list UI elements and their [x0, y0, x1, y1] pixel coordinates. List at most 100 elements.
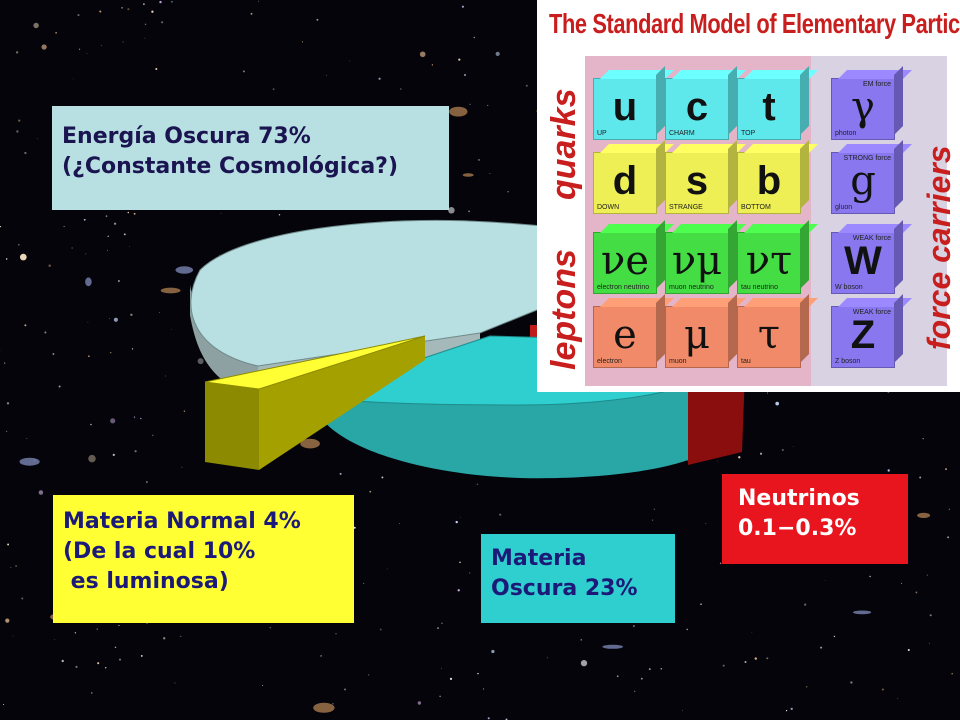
cell-depth-side — [800, 220, 809, 289]
star — [117, 280, 120, 282]
cell-depth-side — [656, 66, 665, 135]
star — [151, 10, 154, 13]
star — [90, 692, 93, 694]
label-dark-matter-line-2: Oscura 23% — [491, 576, 638, 601]
label-dark-matter-line-1: Materia — [491, 546, 587, 571]
star — [804, 603, 807, 606]
star — [754, 657, 757, 660]
standard-model-title: The Standard Model of Elementary Particl… — [549, 8, 960, 39]
star — [478, 158, 480, 161]
star — [441, 622, 443, 625]
star — [915, 591, 918, 594]
star — [439, 695, 441, 697]
particle-symbol: e — [613, 312, 637, 358]
star — [738, 456, 741, 459]
cell-depth-side — [800, 66, 809, 135]
star — [951, 672, 954, 675]
label-neutrinos: Neutrinos 0.1−0.3% — [722, 474, 908, 564]
star — [792, 446, 794, 447]
star — [54, 639, 56, 640]
star — [128, 246, 130, 247]
star — [491, 649, 495, 654]
star — [4, 362, 6, 364]
star — [580, 639, 582, 641]
star — [140, 417, 142, 420]
galaxy — [85, 277, 92, 287]
star — [71, 247, 73, 249]
galaxy — [175, 266, 194, 274]
star — [180, 635, 182, 637]
star — [15, 565, 18, 567]
star — [775, 401, 780, 406]
star — [24, 151, 27, 155]
star — [640, 677, 643, 680]
star — [109, 351, 112, 354]
star — [105, 215, 108, 217]
label-dark-energy-line-1: Energía Oscura 73% — [62, 124, 311, 149]
galaxy — [160, 287, 181, 294]
particle-name: muon neutrino — [669, 284, 714, 291]
particle-name: CHARM — [669, 130, 695, 137]
star — [947, 536, 950, 539]
star — [719, 562, 722, 564]
cell-depth-side — [656, 220, 665, 289]
star — [48, 264, 51, 267]
star — [87, 321, 89, 323]
particle-symbol: ντ — [745, 238, 793, 284]
star — [398, 523, 400, 524]
label-normal-matter-line-1: Materia Normal 4% — [63, 509, 301, 534]
star — [335, 633, 337, 635]
star — [928, 642, 930, 644]
star — [112, 453, 115, 457]
label-dark-energy-line-2: (¿Constante Cosmológica?) — [62, 154, 398, 179]
star — [99, 10, 102, 13]
star — [648, 668, 651, 671]
star — [133, 212, 136, 215]
particle-name: DOWN — [597, 204, 620, 211]
star — [52, 353, 55, 355]
star — [705, 523, 707, 524]
star — [634, 690, 636, 692]
particle-symbol: d — [612, 159, 638, 203]
star — [744, 660, 747, 664]
star — [77, 14, 80, 17]
star — [473, 36, 476, 39]
star — [926, 574, 928, 576]
star — [460, 516, 462, 518]
star — [6, 430, 8, 432]
star — [21, 597, 24, 600]
particle-name: electron neutrino — [597, 284, 650, 291]
cell-depth-side — [894, 140, 903, 209]
cell-depth-side — [800, 140, 809, 209]
star — [459, 561, 461, 564]
label-neutrinos-line-1: Neutrinos — [738, 486, 860, 511]
star — [468, 572, 471, 574]
star — [88, 454, 96, 463]
star — [440, 667, 442, 669]
star — [316, 18, 319, 21]
particle-name: Z boson — [835, 358, 861, 365]
star — [766, 657, 769, 660]
star — [38, 490, 44, 495]
star — [455, 520, 458, 524]
star — [483, 688, 485, 690]
star — [469, 103, 471, 105]
star — [651, 519, 654, 521]
star — [353, 526, 356, 529]
star — [159, 312, 160, 313]
star — [458, 58, 461, 61]
star — [686, 628, 689, 631]
star — [55, 31, 57, 34]
star — [850, 681, 853, 684]
star — [127, 8, 130, 11]
galaxy — [313, 702, 335, 713]
star — [881, 688, 884, 691]
cell-depth-side — [728, 220, 737, 289]
standard-model-panel: The Standard Model of Elementary Particl… — [537, 0, 960, 392]
star — [97, 662, 100, 665]
